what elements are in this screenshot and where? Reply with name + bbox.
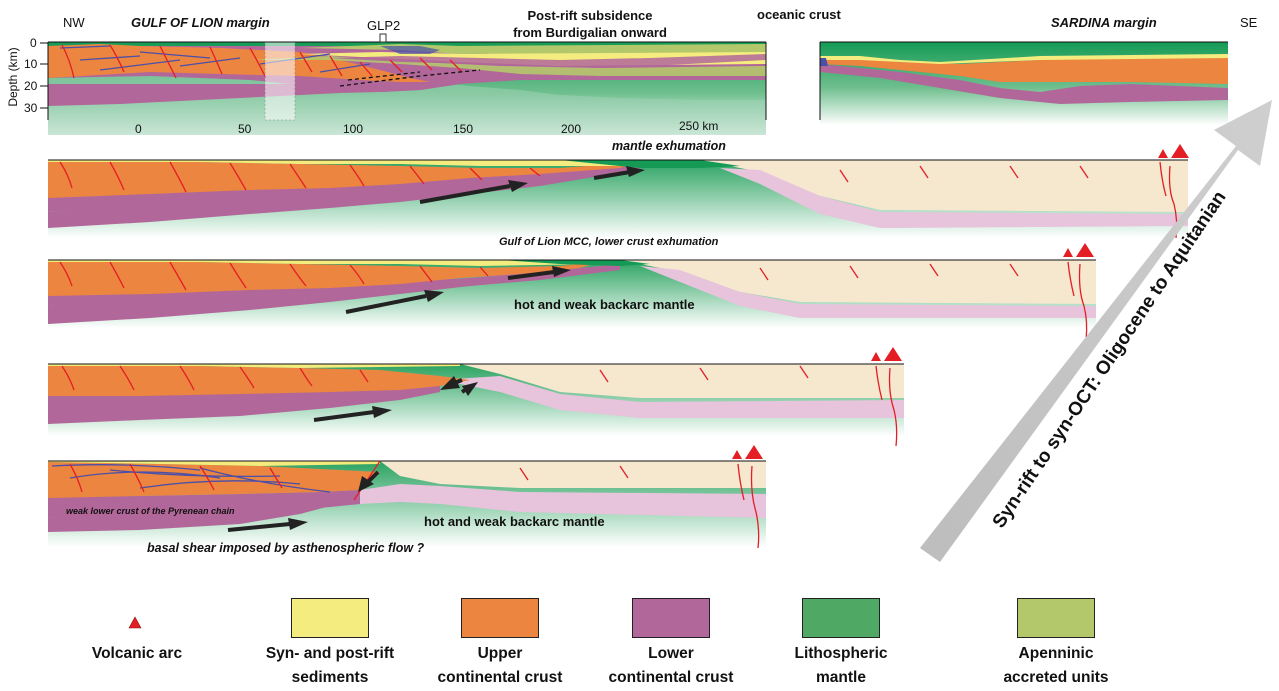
basal-shear-label: basal shear imposed by asthenospheric fl… xyxy=(147,541,425,555)
legend-upper-crust-line-2: continental crust xyxy=(437,669,563,686)
gulf-of-lion-title: GULF OF LION margin xyxy=(131,15,270,30)
distance-tick-0: 0 xyxy=(135,122,142,136)
sediments-swatch xyxy=(291,598,369,638)
depth-tick-20: 20 xyxy=(24,79,38,93)
lower-crust-swatch xyxy=(632,598,710,638)
distance-tick-200: 200 xyxy=(561,122,582,136)
mantle-exhumation-label: mantle exhumation xyxy=(612,139,726,153)
legend-volcanic-arc-line-1: Volcanic arc xyxy=(91,645,183,662)
distance-tick-50: 50 xyxy=(238,122,252,136)
backarc-label-2: hot and weak backarc mantle xyxy=(424,514,605,529)
legend-lower-crust-label: Lower continental crust xyxy=(586,642,756,690)
legend-sediments-line-2: sediments xyxy=(291,669,369,686)
legend-apennine-line-2: accreted units xyxy=(1003,669,1109,686)
legend-apennine-line-1: Apenninic xyxy=(1018,645,1094,662)
glp2-label: GLP2 xyxy=(367,18,401,33)
legend-sediments-line-1: Syn- and post-rift xyxy=(265,645,395,662)
legend-mantle-line-2: mantle xyxy=(816,669,866,686)
legend-upper-crust-label: Upper continental crust xyxy=(415,642,585,690)
legend-lower-crust-line-2: continental crust xyxy=(608,669,734,686)
legend-apennine-label: Apenninic accreted units xyxy=(971,642,1141,690)
depth-tick-30: 30 xyxy=(24,101,38,115)
legend-mantle-line-1: Lithospheric xyxy=(794,645,888,662)
distance-end-label: 250 km xyxy=(679,119,719,133)
oceanic-crust-label: oceanic crust xyxy=(757,7,841,22)
time-arrow xyxy=(920,100,1272,562)
backarc-label-1: hot and weak backarc mantle xyxy=(514,297,695,312)
stage-2-lower-crust-exhumation xyxy=(48,243,1096,341)
sardina-section xyxy=(819,41,1228,125)
depth-tick-10: 10 xyxy=(24,57,38,71)
mcc-label: Gulf of Lion MCC, lower crust exhumation xyxy=(499,236,719,248)
stage-1-mantle-exhumation xyxy=(48,144,1189,239)
se-label: SE xyxy=(1240,15,1258,30)
stage-3-section xyxy=(48,347,904,447)
upper-crust-swatch xyxy=(461,598,539,638)
legend-lower-crust-line-1: Lower xyxy=(648,645,694,662)
sardina-title: SARDINA margin xyxy=(1051,15,1157,30)
gulf-of-lion-section xyxy=(40,33,767,135)
weak-lower-crust-label: weak lower crust of the Pyrenean chain xyxy=(66,506,235,516)
legend-upper-crust-line-1: Upper xyxy=(477,645,523,662)
legend-icons xyxy=(128,616,142,629)
nw-label: NW xyxy=(63,15,85,30)
legend-volcanic-arc-label: Volcanic arc xyxy=(52,642,222,666)
lithospheric-mantle-swatch xyxy=(802,598,880,638)
distance-tick-100: 100 xyxy=(343,122,364,136)
post-rift-title: Post-rift subsidence from Burdigalian on… xyxy=(480,7,700,41)
post-rift-line-1: Post-rift subsidence xyxy=(527,8,653,23)
depth-tick-0: 0 xyxy=(30,36,37,50)
post-rift-line-2: from Burdigalian onward xyxy=(513,25,667,40)
distance-tick-150: 150 xyxy=(453,122,474,136)
stage-4-section xyxy=(48,445,766,549)
depth-axis-label: Depth (km) xyxy=(6,47,20,107)
legend-sediments-label: Syn- and post-rift sediments xyxy=(245,642,415,690)
legend-mantle-label: Lithospheric mantle xyxy=(756,642,926,690)
volcanic-arc-triangle-icon xyxy=(128,616,142,629)
apennine-swatch xyxy=(1017,598,1095,638)
